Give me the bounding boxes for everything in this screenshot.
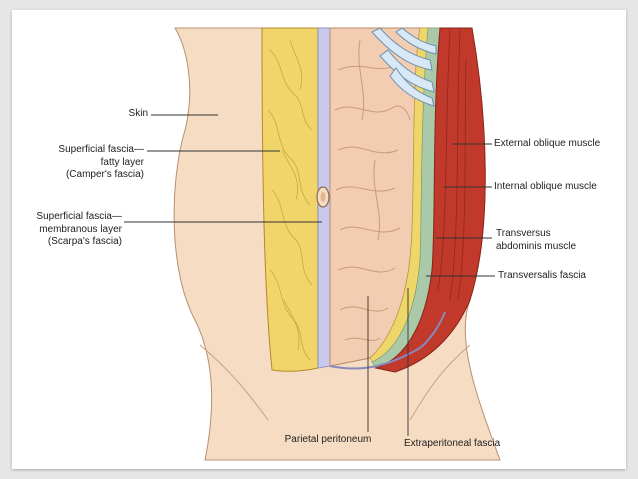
label-parietal-peritoneum: Parietal peritoneum: [284, 434, 372, 445]
label-transversalis-fascia: Transversalis fascia: [498, 270, 586, 281]
label-superficial-fascia-membranous: Superficial fascia— membranous layer (Sc…: [36, 211, 122, 247]
leader-lines: [124, 114, 495, 436]
label-skin: Skin: [128, 108, 148, 119]
fatty-layer: [261, 27, 319, 372]
label-internal-oblique: Internal oblique muscle: [494, 181, 597, 192]
label-extraperitoneal-fascia: Extraperitoneal fascia: [404, 438, 501, 449]
label-superficial-fascia-fatty: Superficial fascia— fatty layer (Camper'…: [58, 144, 144, 180]
ribs: [371, 27, 437, 107]
label-transversus-abdominis: Transversus abdominis muscle: [496, 228, 577, 252]
label-external-oblique: External oblique muscle: [494, 138, 601, 149]
